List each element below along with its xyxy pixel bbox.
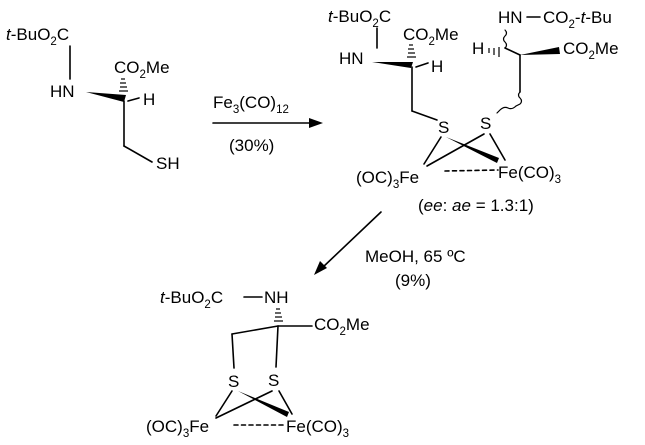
wavy-bond <box>502 29 508 49</box>
product2-fe-right-label: Fe(CO)3 <box>286 417 349 440</box>
hashed-bond <box>407 44 416 58</box>
bond <box>231 325 279 335</box>
product2: t-BuO2C NH CO2Me S S (OC)3Fe Fe(CO)3 <box>146 288 370 440</box>
product2-fe-left-label: (OC)3Fe <box>146 417 209 440</box>
product2-nh-label: NH <box>264 288 289 307</box>
bond <box>215 390 233 417</box>
start-h-label: H <box>143 90 155 109</box>
bond <box>127 97 140 102</box>
product1-hn-right-label: HN <box>498 8 523 27</box>
product2-s1-label: S <box>228 372 239 391</box>
product1-s1-label: S <box>438 118 449 137</box>
step2-yield: (9%) <box>395 271 431 290</box>
bond <box>215 390 273 419</box>
bond <box>278 390 293 415</box>
product1-ratio-label: (ee: ae = 1.3:1) <box>418 196 534 215</box>
step2-conditions: MeOH, 65 ºC <box>365 247 466 266</box>
reaction-arrow-2 <box>321 211 382 269</box>
bond <box>123 145 153 163</box>
wedge-bond <box>86 92 126 102</box>
bond <box>489 133 506 161</box>
bond <box>231 333 235 369</box>
wavy-bond <box>496 105 517 114</box>
fe-fe-bond <box>444 169 499 172</box>
hashed-bond <box>119 78 128 92</box>
wavy-bond <box>515 91 523 107</box>
product1-co2me-right-label: CO2Me <box>563 39 619 62</box>
bond <box>415 62 429 68</box>
product1-h-right-label: H <box>472 39 484 58</box>
hashed-bond <box>274 308 283 322</box>
wedge-bond <box>238 391 289 417</box>
step1-reagent: Fe3(CO)12 <box>213 93 289 116</box>
bond <box>426 133 485 167</box>
bond <box>275 325 279 368</box>
product1-hn-label: HN <box>339 49 364 68</box>
product1-s2-label: S <box>480 114 491 133</box>
product2-s2-label: S <box>268 371 279 390</box>
product1-h-label: H <box>431 57 443 76</box>
bond <box>504 47 521 56</box>
step2: MeOH, 65 ºC (9%) <box>314 211 466 290</box>
product1-co2tbu-label: CO2-t-Bu <box>543 8 612 31</box>
arrowhead-icon <box>314 261 327 275</box>
product1-boc-label: t-BuO2C <box>328 7 391 30</box>
start-boc-label: t-BuO2C <box>6 25 69 48</box>
bond <box>423 136 442 165</box>
start-co2me-label: CO2Me <box>114 58 170 81</box>
step1: Fe3(CO)12 (30%) <box>212 93 323 155</box>
wedge-bond <box>372 62 413 68</box>
wedge-bond <box>520 47 560 55</box>
product1-fe-right-label: Fe(CO)3 <box>498 163 561 186</box>
hashed-bond <box>488 47 500 57</box>
wedge-bond <box>446 137 499 163</box>
product2-co2me-label: CO2Me <box>314 315 370 338</box>
bond <box>411 110 438 121</box>
product1-fe-left-label: (OC)3Fe <box>356 168 419 191</box>
product1-co2me-label: CO2Me <box>403 25 459 48</box>
product1: t-BuO2C CO2Me HN H HN CO2-t-Bu H CO2Me <box>328 7 619 215</box>
starting-material: t-BuO2C CO2Me HN H SH <box>6 25 180 173</box>
start-nh-label: HN <box>50 82 75 101</box>
start-sh-label: SH <box>156 154 180 173</box>
arrowhead-icon <box>309 118 323 128</box>
step1-yield: (30%) <box>229 136 274 155</box>
product2-boc-label: t-BuO2C <box>160 288 223 311</box>
